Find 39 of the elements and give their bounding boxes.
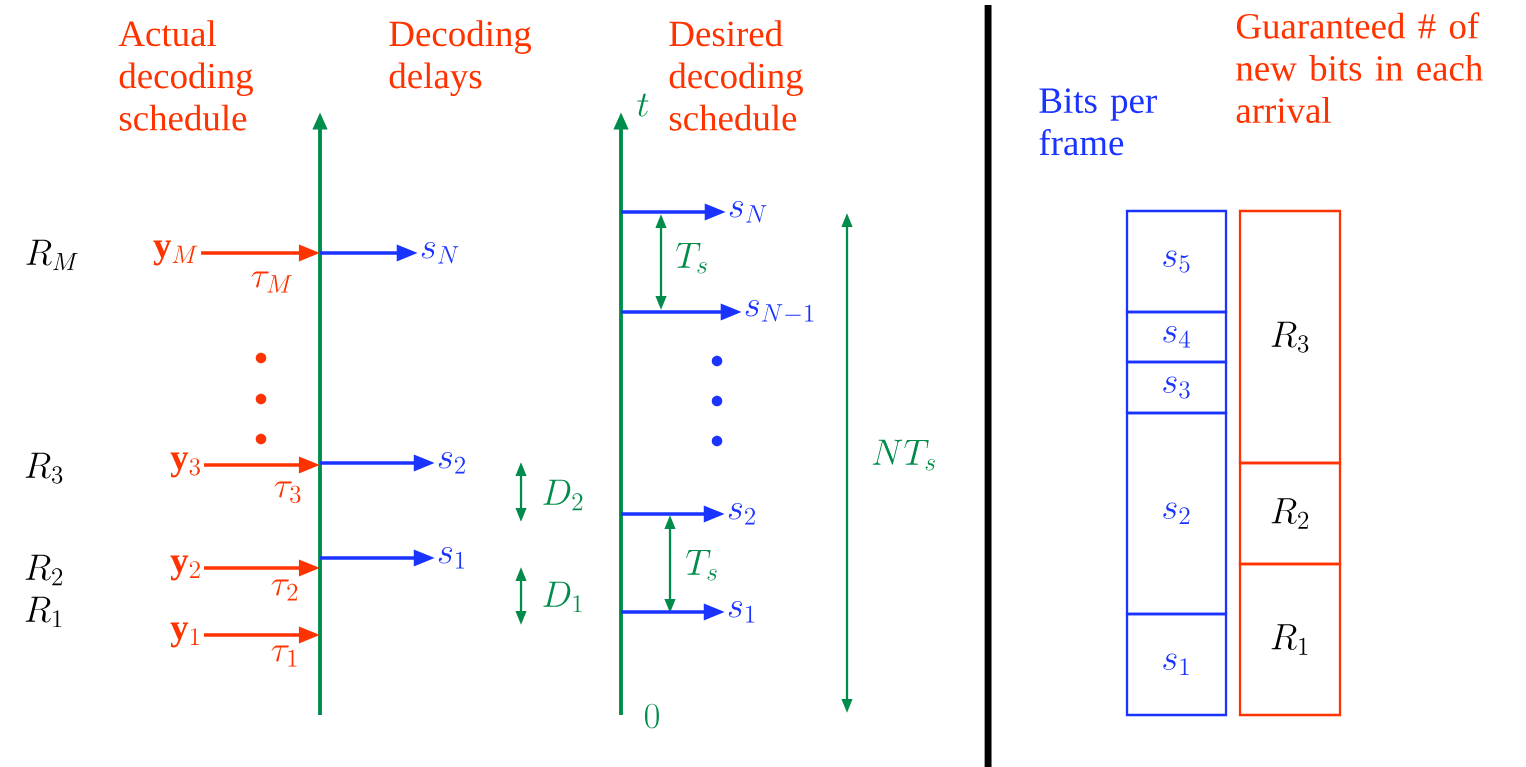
- math-label: $R_M$: [26, 239, 78, 271]
- math-label: $D_2$: [543, 479, 583, 511]
- edge-label: $\tau_3$: [274, 481, 301, 504]
- math-label: $D_1$: [543, 581, 582, 613]
- math-label: $s_2$: [728, 503, 755, 525]
- stack-cell: $R_1$: [1238, 562, 1342, 717]
- math-label: $\mathbf{y}_3$: [170, 452, 200, 478]
- math-label: $NT_s$: [872, 439, 935, 471]
- stack-cell: $s_3$: [1125, 360, 1228, 415]
- math-label: $0$: [645, 703, 659, 729]
- heading: Actual decoding schedule: [118, 20, 253, 131]
- math-label: $R_3$: [25, 452, 63, 484]
- math-label: $R_2$: [25, 554, 63, 586]
- edge-label: $\tau_M$: [251, 271, 292, 293]
- stack-cell: $s_1$: [1125, 612, 1228, 717]
- heading: Bits per frame: [1039, 88, 1157, 156]
- stack-cell: $R_3$: [1238, 209, 1342, 465]
- math-label: $\mathbf{y}_2$: [170, 555, 200, 581]
- heading: Guaranteed # of new bits in each arrival: [1236, 12, 1483, 124]
- math-label: $s_N$: [421, 242, 459, 264]
- math-label: $t$: [637, 93, 649, 117]
- edge-label: $\tau_2$: [271, 579, 298, 601]
- math-label: $R_1$: [25, 596, 62, 628]
- math-label: $\mathbf{y}_1$: [170, 622, 199, 648]
- heading: Desired decoding schedule: [669, 20, 803, 131]
- math-label: $s_{N-1}$: [745, 300, 814, 322]
- stack-cell: $s_4$: [1125, 310, 1228, 364]
- stack-cell: $s_2$: [1125, 411, 1228, 616]
- math-label: $s_1$: [438, 547, 465, 569]
- math-label: $T_s$: [676, 243, 707, 274]
- stack-cell: $s_5$: [1125, 209, 1228, 314]
- math-label: $s_N$: [729, 201, 767, 223]
- math-label: $s_2$: [438, 452, 465, 474]
- edge-label: $\tau_1$: [271, 645, 297, 667]
- math-label: $s_1$: [728, 601, 755, 623]
- stack-cell: $R_2$: [1238, 461, 1342, 566]
- heading: Decoding delays: [389, 20, 532, 97]
- math-label: $T_s$: [686, 550, 717, 581]
- math-label: $\mathbf{y}_M$: [153, 240, 198, 266]
